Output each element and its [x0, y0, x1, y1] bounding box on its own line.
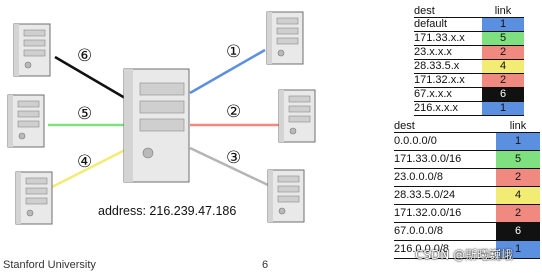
link-cell: 6: [496, 222, 540, 241]
link-cell: 4: [496, 186, 540, 205]
table-body: default 1 171.33.x.x 5 23.x.x.x 2 28.33.…: [414, 17, 524, 116]
table-row: 216.x.x.x 1: [414, 101, 524, 116]
column-header-link: link: [482, 6, 524, 18]
dest-cell: 28.33.5.x: [414, 59, 482, 74]
table-row: 216.0.0.0/8 1: [394, 240, 540, 259]
forwarding-table-cidr: dest link 0.0.0.0/0 1 171.33.0.0/16 5 23…: [394, 120, 540, 259]
host-server-icon: [7, 94, 45, 148]
host-server-icon: [278, 89, 316, 143]
table-row: 67.0.0.0/8 6: [394, 222, 540, 241]
port-label-2: ②: [226, 102, 241, 122]
link-1-line: [189, 48, 266, 95]
network-diagram: ⑥ ⑤ ④ ① ② ③ address: 216.239.47.186: [7, 11, 316, 225]
link-cell: 5: [482, 31, 524, 46]
link-cell: 1: [496, 132, 540, 151]
dest-cell: 67.x.x.x: [414, 87, 482, 102]
dest-cell: 216.0.0.0/8: [394, 240, 496, 259]
table-row: 67.x.x.x 6: [414, 87, 524, 102]
table-row: 28.33.5.x 4: [414, 59, 524, 74]
column-header-dest: dest: [394, 120, 496, 133]
table-row: 171.33.0.0/16 5: [394, 150, 540, 169]
link-cell: 2: [496, 168, 540, 187]
port-label-6: ⑥: [77, 46, 92, 66]
link-cell: 2: [496, 204, 540, 223]
dest-cell: 67.0.0.0/8: [394, 222, 496, 241]
table-row: 28.33.5.0/24 4: [394, 186, 540, 205]
link-cell: 4: [482, 59, 524, 74]
forwarding-table-simple: dest link default 1 171.33.x.x 5 23.x.x.…: [414, 6, 524, 116]
port-label-5: ⑤: [77, 104, 92, 124]
host-server-icon: [13, 23, 51, 77]
link-cell: 6: [482, 87, 524, 102]
router-address: address: 216.239.47.186: [98, 204, 236, 218]
link-6-line: [54, 55, 126, 100]
link-cell: 1: [482, 17, 524, 32]
watermark: CSDN @斯曦巍峨: [415, 248, 514, 262]
table-row: 23.x.x.x 2: [414, 45, 524, 60]
dest-cell: 216.x.x.x: [414, 101, 482, 116]
link-3-line: [189, 146, 269, 187]
page-number: 6: [262, 259, 269, 271]
port-label-4: ④: [77, 152, 92, 172]
link-cell: 2: [482, 73, 524, 88]
host-server-icon: [266, 11, 304, 65]
table-body: 0.0.0.0/0 1 171.33.0.0/16 5 23.0.0.0/8 2…: [394, 132, 540, 259]
dest-cell: 171.32.0.0/16: [394, 204, 496, 223]
dest-cell: 171.33.x.x: [414, 31, 482, 46]
table-row: 171.33.x.x 5: [414, 31, 524, 46]
footer-institution: Stanford University: [3, 259, 96, 271]
dest-cell: 171.33.0.0/16: [394, 150, 496, 169]
column-header-dest: dest: [414, 6, 482, 18]
link-cell: 1: [482, 101, 524, 116]
link-4-line: [51, 148, 126, 189]
dest-cell: 0.0.0.0/0: [394, 132, 496, 151]
host-server-icon: [267, 169, 305, 223]
table-row: 171.32.x.x 2: [414, 73, 524, 88]
table-row: 23.0.0.0/8 2: [394, 168, 540, 187]
link-cell: 2: [482, 45, 524, 60]
dest-cell: 23.x.x.x: [414, 45, 482, 60]
table-row: default 1: [414, 17, 524, 32]
host-server-icon: [15, 171, 53, 225]
router-server-icon: [123, 68, 190, 183]
port-label-1: ①: [226, 42, 241, 62]
dest-cell: 171.32.x.x: [414, 73, 482, 88]
dest-cell: 28.33.5.0/24: [394, 186, 496, 205]
dest-cell: 23.0.0.0/8: [394, 168, 496, 187]
dest-cell: default: [414, 17, 482, 32]
table-row: 0.0.0.0/0 1: [394, 132, 540, 151]
link-cell: 5: [496, 150, 540, 169]
column-header-link: link: [496, 120, 540, 133]
table-row: 171.32.0.0/16 2: [394, 204, 540, 223]
port-label-3: ③: [226, 148, 241, 168]
link-cell: 1: [496, 240, 540, 259]
